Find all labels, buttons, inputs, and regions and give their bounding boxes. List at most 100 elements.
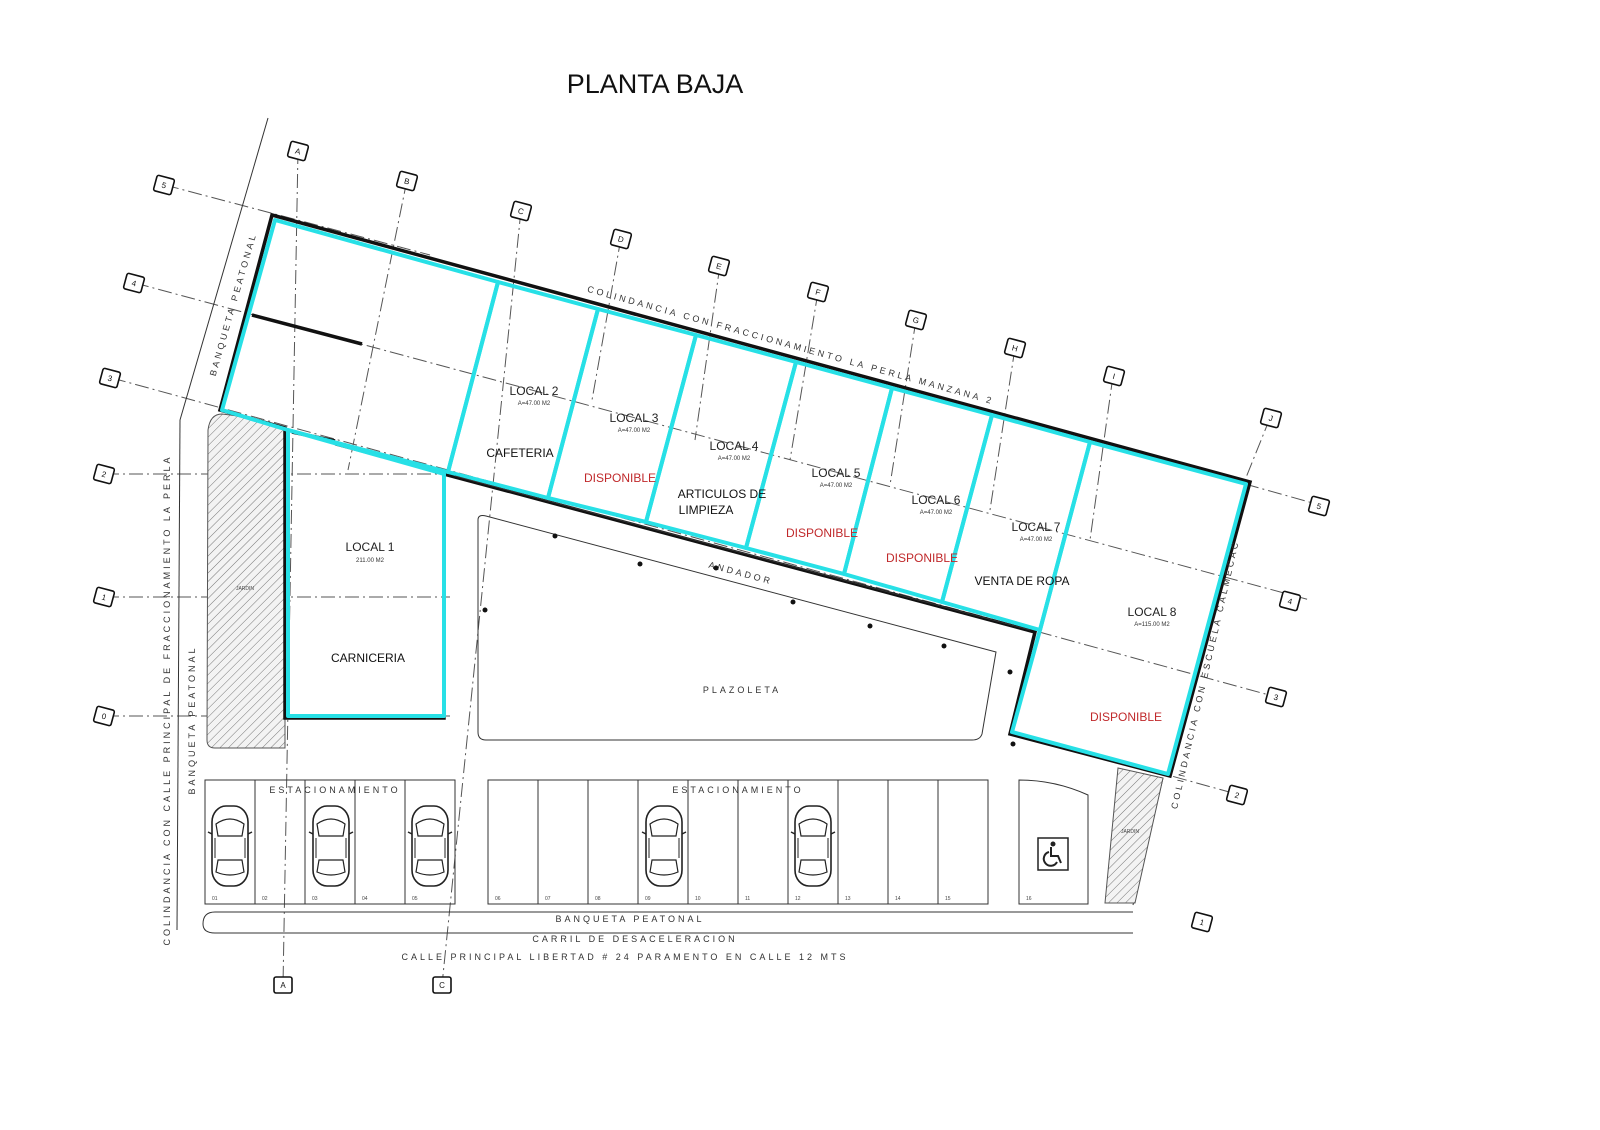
grid-tag-top: A — [286, 140, 310, 162]
grid-tag-right-text: 5 — [1316, 502, 1323, 512]
parking-number: 16 — [1026, 896, 1032, 902]
local-2-area: A=47.00 M2 — [518, 401, 551, 407]
banqueta-bottom-label: BANQUETA PEATONAL — [555, 914, 704, 924]
local-8-name: LOCAL 8 — [1128, 605, 1177, 619]
local-1-name: LOCAL 1 — [346, 540, 395, 554]
grid-tag-top-text: E — [715, 261, 722, 271]
grid-tag-top: F — [806, 281, 830, 303]
grid-tag-top: B — [395, 170, 419, 192]
andador-label: ANDADOR — [708, 560, 774, 587]
grid-tag-top-text: F — [814, 288, 821, 298]
grid-tag-left-text: 4 — [131, 279, 138, 289]
grid-tag-left-text: 5 — [161, 181, 168, 191]
estacionamiento-2-label: ESTACIONAMIENTO — [672, 785, 803, 795]
grid-tag-top-text: D — [617, 234, 625, 244]
grid-tag-right: 3 — [1264, 686, 1288, 708]
car-icon — [308, 805, 354, 887]
plan-title: PLANTA BAJA — [567, 69, 744, 99]
local-2: LOCAL 2 A=47.00 M2 CAFETERIA — [486, 384, 558, 460]
grid-tag-top-text: B — [403, 176, 410, 186]
grid-tag-right-text: 1 — [1199, 918, 1206, 928]
car-icon — [790, 805, 836, 887]
plazoleta-label: PLAZOLETA — [703, 685, 781, 695]
local-7: LOCAL 7 A=47.00 M2 VENTA DE ROPA — [975, 520, 1070, 588]
local-2-name: LOCAL 2 — [510, 384, 559, 398]
local-3: LOCAL 3 A=47.00 M2 DISPONIBLE — [584, 411, 659, 485]
grid-tag-top: I — [1102, 365, 1126, 387]
local-4-area: A=47.00 M2 — [718, 456, 751, 462]
parking-number: 10 — [695, 896, 701, 902]
banqueta-left2-label: BANQUETA PEATONAL — [187, 645, 197, 794]
garden-left-label: JARDIN — [236, 586, 254, 592]
grid-tag-top-text: A — [294, 146, 302, 156]
local-6: LOCAL 6 A=47.00 M2 DISPONIBLE — [886, 493, 961, 565]
local-5: LOCAL 5 A=47.00 M2 DISPONIBLE — [786, 466, 861, 540]
grid-tag-right-text: 3 — [1273, 693, 1280, 703]
grid-tag-left: 5 — [152, 174, 176, 196]
grid-tag-right: 4 — [1278, 590, 1302, 612]
grid-tag-bottom: A — [273, 976, 293, 994]
parking-number: 01 — [212, 896, 218, 902]
grid-tag-right: 2 — [1225, 784, 1249, 806]
parking-number: 03 — [312, 896, 318, 902]
grid-tag-left-text: 1 — [101, 593, 108, 603]
parking-number: 04 — [362, 896, 368, 902]
accessible-icon — [1037, 837, 1069, 871]
grid-tag-top-text: G — [912, 315, 920, 325]
local-1: LOCAL 1 211.00 M2 CARNICERIA — [331, 540, 405, 665]
grid-tag-left-text: 0 — [101, 712, 108, 722]
grid-tag-top-text: C — [517, 206, 525, 216]
local-outlines — [220, 218, 1248, 776]
parking-number: 14 — [895, 896, 901, 902]
local-8-area: A=115.00 M2 — [1134, 622, 1170, 628]
grid-tag-top-text: J — [1268, 414, 1274, 424]
grid-tag-left: 3 — [98, 367, 122, 389]
local-2-use: CAFETERIA — [486, 446, 553, 460]
grid-tag-left: 4 — [122, 272, 146, 294]
garden-right-label: JARDIN — [1121, 829, 1139, 835]
colindancia-left-label: COLINDANCIA CON CALLE PRINCIPAL DE FRACC… — [162, 455, 172, 946]
parking-number: 15 — [945, 896, 951, 902]
grid-tag-right-text: 4 — [1287, 597, 1294, 607]
local-6-area: A=47.00 M2 — [920, 510, 953, 516]
grid-tag-bottom-text: C — [439, 981, 445, 990]
colindancia-right-label: COLINDANCIA CON ESCUELA CALMECAC — [1169, 539, 1241, 810]
local-5-name: LOCAL 5 — [812, 466, 861, 480]
plazoleta-area — [454, 475, 1031, 741]
local-8: LOCAL 8 A=115.00 M2 DISPONIBLE — [1090, 605, 1177, 724]
local-4-use-line1: ARTICULOS DE — [678, 487, 766, 501]
parking-number: 13 — [845, 896, 851, 902]
local-8-use: DISPONIBLE — [1090, 710, 1162, 724]
parking-number: 05 — [412, 896, 418, 902]
grid-tag-top: D — [609, 228, 633, 250]
local-3-use: DISPONIBLE — [584, 471, 656, 485]
andador-post — [713, 565, 719, 571]
local-1-area: 211.00 M2 — [356, 558, 385, 564]
grid-tag-bottom: C — [432, 976, 452, 994]
andador-post — [790, 599, 796, 605]
grid-tag-top: G — [904, 309, 928, 331]
local-5-use: DISPONIBLE — [786, 526, 858, 540]
andador-post — [867, 623, 873, 629]
grid-tag-left: 2 — [92, 463, 116, 485]
calle-label: CALLE PRINCIPAL LIBERTAD # 24 PARAMENTO … — [402, 952, 849, 962]
andador-post — [482, 607, 488, 613]
car-icon — [641, 805, 687, 887]
parking-number: 12 — [795, 896, 801, 902]
grid-tags-left: 5 4 3 2 1 0 — [92, 174, 176, 727]
grid-tag-left: 1 — [92, 586, 116, 608]
andador-post — [941, 643, 947, 649]
garden-left — [206, 413, 286, 749]
grid-tags-top: A B C D E F G H I J — [286, 140, 1283, 429]
grid-tag-top: E — [707, 255, 731, 277]
local-4: LOCAL 4 A=47.00 M2 ARTICULOS DE LIMPIEZA — [678, 439, 766, 517]
grid-tag-bottom-text: A — [280, 981, 286, 990]
andador-post — [1007, 669, 1013, 675]
local-7-use: VENTA DE ROPA — [975, 574, 1070, 588]
local-5-area: A=47.00 M2 — [820, 483, 853, 489]
andador-posts — [482, 533, 1016, 747]
grid-tag-top-text: H — [1011, 343, 1019, 353]
